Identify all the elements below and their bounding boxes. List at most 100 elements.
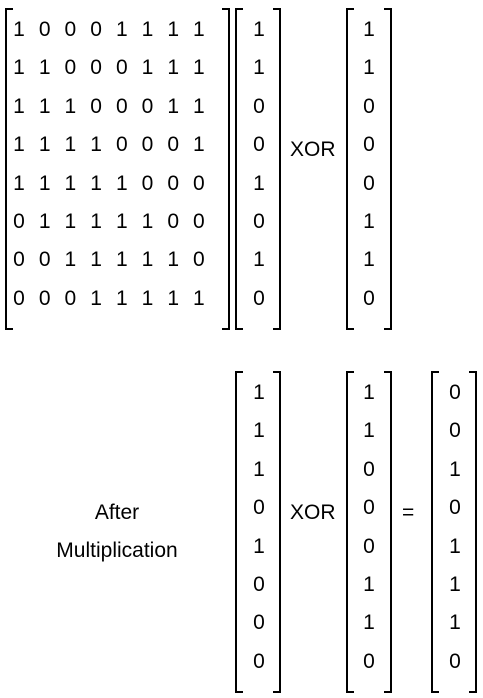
matrix-cell: 0 bbox=[64, 286, 77, 310]
vector-right-bracket bbox=[273, 8, 281, 330]
matrix-cell: 1 bbox=[64, 171, 77, 195]
product-cell: 0 bbox=[253, 496, 265, 520]
constant-right-bracket bbox=[384, 8, 392, 330]
xor-operator: XOR bbox=[290, 138, 336, 161]
constant-cell: 0 bbox=[363, 457, 375, 481]
result-cell: 1 bbox=[449, 573, 461, 596]
matrix-cell: 1 bbox=[90, 248, 102, 272]
constant-cell: 0 bbox=[363, 496, 375, 520]
vector-cell: 1 bbox=[253, 18, 265, 41]
matrix-cell: 0 bbox=[193, 171, 205, 195]
matrix-cell: 1 bbox=[64, 94, 77, 118]
product-right-bracket bbox=[273, 371, 281, 693]
matrix-cell: 0 bbox=[193, 210, 205, 233]
matrix-cell: 1 bbox=[64, 133, 77, 157]
constant-cell: 1 bbox=[363, 248, 375, 272]
constant-cell: 0 bbox=[363, 534, 375, 558]
vector-cell: 1 bbox=[253, 248, 265, 272]
product-cell: 0 bbox=[253, 611, 265, 635]
constant-cell: 1 bbox=[363, 381, 375, 404]
constant-cell: 1 bbox=[363, 611, 375, 635]
constant-cell: 0 bbox=[363, 94, 375, 118]
matrix-cell: 1 bbox=[193, 18, 205, 41]
product-cell: 1 bbox=[253, 381, 265, 404]
result-cell: 1 bbox=[449, 534, 461, 558]
matrix-cell: 0 bbox=[38, 18, 51, 41]
matrix-cell: 1 bbox=[115, 18, 128, 41]
matrix-cell: 1 bbox=[115, 210, 128, 233]
equals-sign: = bbox=[402, 501, 415, 524]
constant-left-bracket bbox=[346, 8, 354, 330]
constant-cell: 1 bbox=[363, 573, 375, 596]
vector-cell: 0 bbox=[253, 286, 265, 310]
matrix-cell: 0 bbox=[38, 248, 51, 272]
matrix-cell: 1 bbox=[13, 94, 25, 118]
result-cell: 1 bbox=[449, 457, 461, 481]
matrix-cell: 0 bbox=[115, 94, 128, 118]
vector-cell: 0 bbox=[253, 210, 265, 233]
matrix-cell: 0 bbox=[13, 286, 25, 310]
vector-cell: 0 bbox=[253, 94, 265, 118]
matrix-cell: 1 bbox=[90, 286, 102, 310]
matrix-cell: 1 bbox=[167, 18, 180, 41]
matrix-cell: 0 bbox=[13, 210, 25, 233]
matrix-cell: 0 bbox=[167, 171, 180, 195]
matrix-cell: 0 bbox=[141, 171, 154, 195]
product-left-bracket bbox=[235, 371, 243, 693]
matrix-cell: 1 bbox=[38, 210, 51, 233]
vector-cell: 0 bbox=[253, 133, 265, 157]
matrix-cell: 1 bbox=[115, 286, 128, 310]
caption-line-1: After bbox=[94, 501, 140, 524]
constant-cell: 1 bbox=[363, 210, 375, 233]
matrix-cell: 0 bbox=[141, 94, 154, 118]
caption-line-2: Multiplication bbox=[56, 539, 178, 562]
constant-cell: 0 bbox=[363, 133, 375, 157]
matrix-cell: 0 bbox=[90, 18, 102, 41]
matrix-cell: 1 bbox=[141, 286, 154, 310]
matrix-cell: 1 bbox=[64, 248, 77, 272]
matrix-cell: 1 bbox=[38, 133, 51, 157]
xor-operator-2: XOR bbox=[290, 501, 336, 524]
vector-left-bracket bbox=[235, 8, 243, 330]
matrix-cell: 0 bbox=[90, 94, 102, 118]
constant-cell: 1 bbox=[363, 419, 375, 443]
result-cell: 0 bbox=[449, 419, 461, 443]
matrix-cell: 1 bbox=[38, 94, 51, 118]
matrix-cell: 1 bbox=[13, 56, 25, 80]
result-left-bracket bbox=[431, 371, 439, 693]
matrix-cell: 1 bbox=[141, 18, 154, 41]
result-cell: 0 bbox=[449, 381, 461, 404]
matrix-cell: 1 bbox=[90, 210, 102, 233]
constant-cell: 0 bbox=[363, 649, 375, 673]
matrix-cell: 0 bbox=[64, 18, 77, 41]
matrix-cell: 1 bbox=[115, 171, 128, 195]
matrix-cell: 1 bbox=[38, 56, 51, 80]
matrix-cell: 1 bbox=[167, 248, 180, 272]
matrix-cell: 0 bbox=[90, 56, 102, 80]
matrix-cell: 1 bbox=[193, 286, 205, 310]
matrix-left-bracket bbox=[5, 8, 13, 330]
matrix-cell: 1 bbox=[141, 248, 154, 272]
matrix-cell: 0 bbox=[13, 248, 25, 272]
result-cell: 0 bbox=[449, 649, 461, 673]
matrix-cell: 0 bbox=[115, 56, 128, 80]
matrix-cell: 1 bbox=[38, 171, 51, 195]
matrix-cell: 0 bbox=[193, 248, 205, 272]
matrix-right-bracket bbox=[222, 8, 230, 330]
constant-left-bracket-2 bbox=[346, 371, 354, 693]
product-cell: 1 bbox=[253, 457, 265, 481]
matrix-cell: 1 bbox=[193, 56, 205, 80]
matrix-cell: 0 bbox=[64, 56, 77, 80]
matrix-cell: 1 bbox=[167, 56, 180, 80]
vector-cell: 1 bbox=[253, 171, 265, 195]
product-cell: 0 bbox=[253, 649, 265, 673]
result-cell: 1 bbox=[449, 611, 461, 635]
constant-cell: 0 bbox=[363, 286, 375, 310]
matrix-cell: 1 bbox=[13, 133, 25, 157]
constant-cell: 0 bbox=[363, 171, 375, 195]
matrix-cell: 1 bbox=[90, 171, 102, 195]
vector-cell: 1 bbox=[253, 56, 265, 80]
product-cell: 1 bbox=[253, 534, 265, 558]
matrix-cell: 1 bbox=[193, 94, 205, 118]
constant-cell: 1 bbox=[363, 56, 375, 80]
